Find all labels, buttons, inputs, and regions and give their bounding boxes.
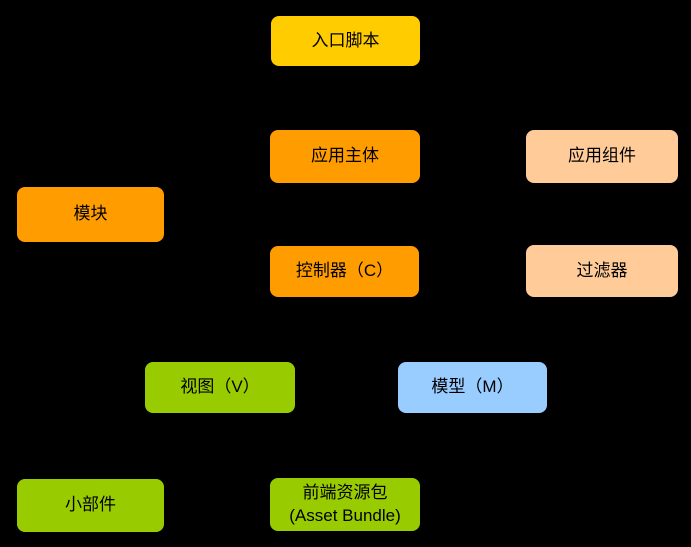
node-asset-bundle: 前端资源包 (Asset Bundle) — [270, 478, 420, 531]
node-widget: 小部件 — [17, 479, 164, 532]
node-view-label: 视图（V） — [180, 377, 260, 397]
node-module: 模块 — [17, 187, 164, 242]
node-controller-label: 控制器（C） — [295, 261, 394, 281]
node-model-label: 模型（M） — [431, 377, 514, 397]
node-model: 模型（M） — [398, 362, 547, 413]
node-view: 视图（V） — [145, 362, 295, 413]
node-filter: 过滤器 — [526, 245, 678, 297]
node-filter-label: 过滤器 — [576, 260, 628, 280]
node-application-body: 应用主体 — [270, 130, 420, 183]
node-entry-script: 入口脚本 — [271, 16, 420, 66]
node-application-component-label: 应用组件 — [568, 146, 636, 166]
node-controller: 控制器（C） — [270, 246, 419, 297]
node-asset-bundle-label: 前端资源包 — [302, 483, 388, 503]
node-application-body-label: 应用主体 — [311, 146, 379, 166]
node-asset-bundle-sublabel: (Asset Bundle) — [289, 505, 401, 525]
node-module-label: 模块 — [73, 204, 108, 224]
node-entry-script-label: 入口脚本 — [311, 30, 380, 50]
node-application-component: 应用组件 — [526, 130, 678, 183]
node-widget-label: 小部件 — [65, 495, 116, 515]
